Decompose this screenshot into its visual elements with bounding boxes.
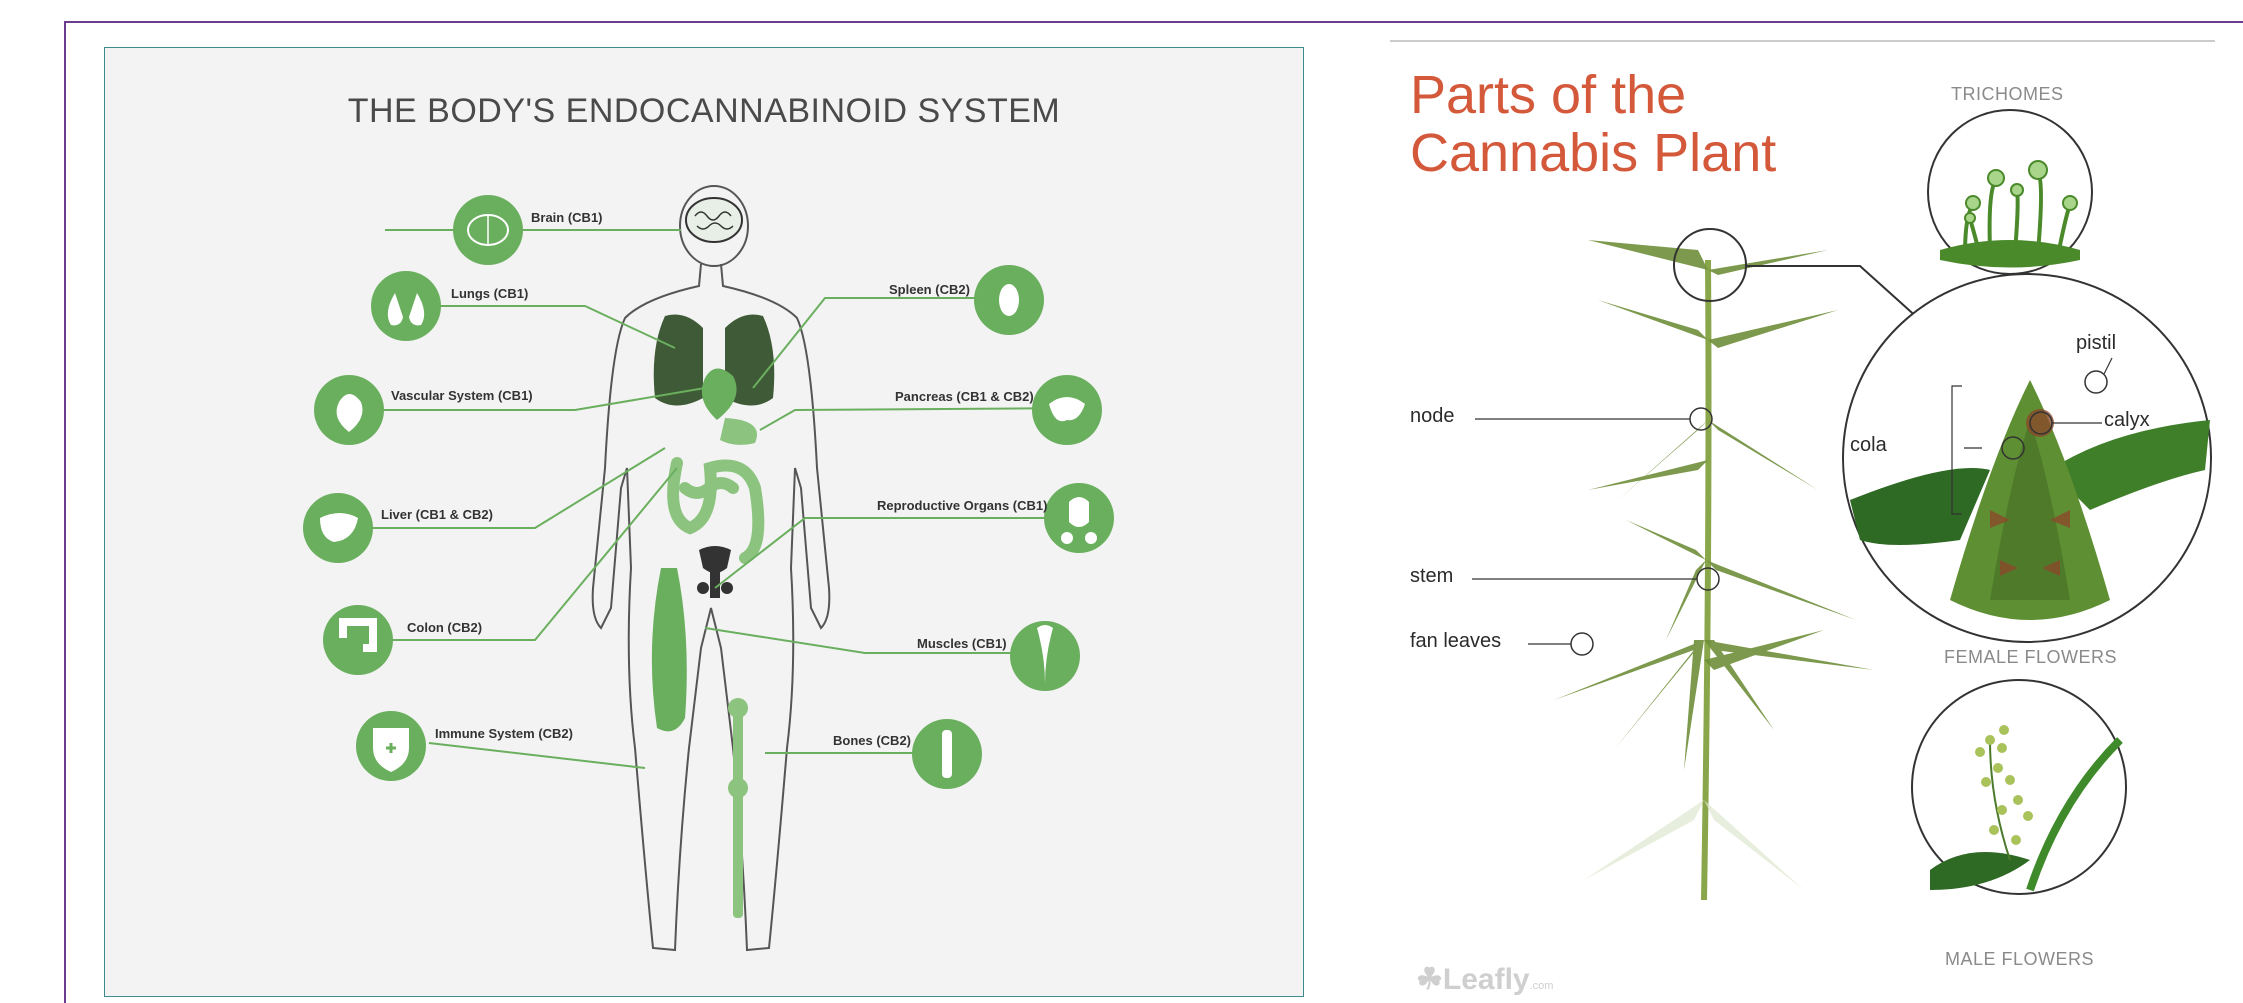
intestines-organ xyxy=(673,463,758,558)
pancreas-organ xyxy=(720,418,757,445)
bud-connector-line xyxy=(1746,266,1920,320)
label-immune: Immune System (CB2) xyxy=(435,726,573,741)
logo-text: Leafly xyxy=(1443,963,1530,996)
cola-label: cola xyxy=(1850,434,1887,457)
male-flowers-detail xyxy=(1912,680,2126,894)
reproductive-organ xyxy=(697,546,733,598)
node-label: node xyxy=(1410,405,1455,428)
stem-label: stem xyxy=(1410,565,1453,588)
plant-title-line1: Parts of the xyxy=(1410,66,1776,124)
pistil-label: pistil xyxy=(2076,332,2116,355)
endocannabinoid-diagram: THE BODY'S ENDOCANNABINOID SYSTEM xyxy=(104,47,1304,997)
label-lungs: Lungs (CB1) xyxy=(451,286,528,301)
label-vascular: Vascular System (CB1) xyxy=(391,388,533,403)
right-organ-icons xyxy=(912,265,1114,789)
plant-illustration-svg xyxy=(1390,40,2215,1003)
heart-organ xyxy=(702,368,737,420)
colon-icon xyxy=(323,605,393,675)
label-spleen: Spleen (CB2) xyxy=(889,282,970,297)
label-bones: Bones (CB2) xyxy=(833,733,911,748)
label-brain: Brain (CB1) xyxy=(531,210,603,225)
male-flowers-caption: MALE FLOWERS xyxy=(1945,949,2094,970)
plant-fade-base xyxy=(1584,800,1804,950)
leaf-icon: ☘ xyxy=(1416,963,1443,996)
female-flowers-detail xyxy=(1843,274,2211,642)
label-liver: Liver (CB1 & CB2) xyxy=(381,507,493,522)
plant-title-line2: Cannabis Plant xyxy=(1410,124,1776,182)
body-diagram-svg: Brain (CB1) Lungs (CB1) Vascular System … xyxy=(105,48,1305,998)
brain-organ xyxy=(686,198,742,242)
logo-suffix: .com xyxy=(1530,980,1554,992)
fan-leaves xyxy=(1554,240,1874,770)
calyx-label: calyx xyxy=(2104,409,2150,432)
label-colon: Colon (CB2) xyxy=(407,620,482,635)
left-organ-icons xyxy=(303,195,523,781)
lungs-icon xyxy=(371,271,441,341)
trichomes-caption: TRICHOMES xyxy=(1951,84,2064,105)
cannabis-plant-diagram: Parts of the Cannabis Plant TRICHOMES FE… xyxy=(1390,40,2215,1003)
label-reproductive: Reproductive Organs (CB1) xyxy=(877,498,1047,513)
female-flowers-caption: FEMALE FLOWERS xyxy=(1944,647,2117,668)
trichomes-detail xyxy=(1928,110,2092,274)
leg-muscle-organ xyxy=(652,568,687,731)
leafly-logo: ☘Leafly.com xyxy=(1416,962,1553,997)
label-pancreas: Pancreas (CB1 & CB2) xyxy=(895,389,1034,404)
label-muscles: Muscles (CB1) xyxy=(917,636,1007,651)
fan-leaves-label: fan leaves xyxy=(1410,630,1501,653)
plant-title: Parts of the Cannabis Plant xyxy=(1410,66,1776,182)
fan-leaves-marker xyxy=(1571,633,1593,655)
